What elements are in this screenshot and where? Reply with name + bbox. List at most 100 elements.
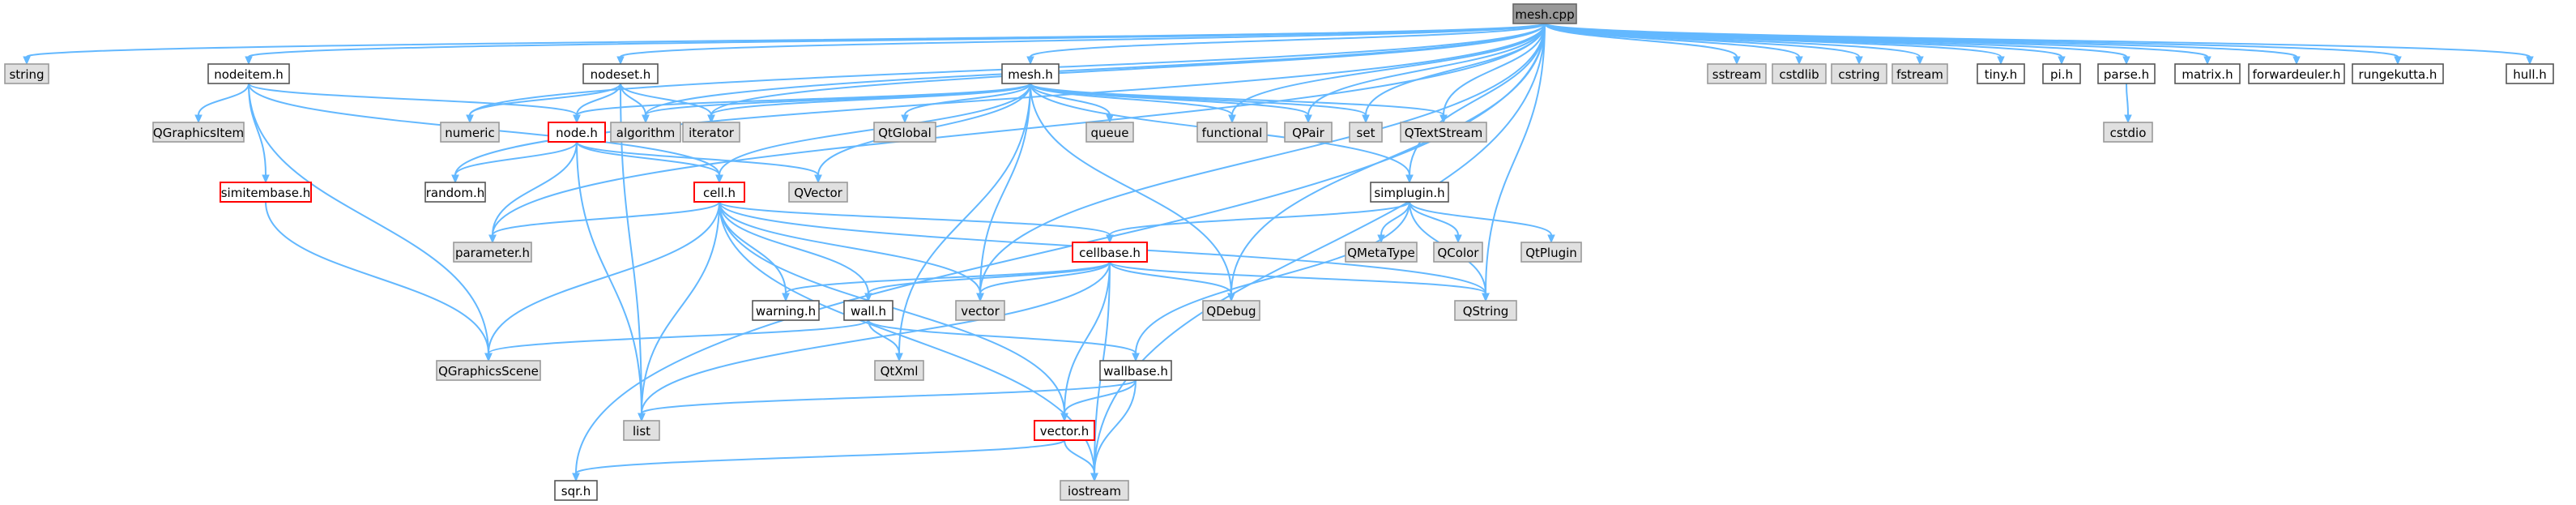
node-qvector[interactable]: QVector bbox=[788, 182, 848, 203]
node-tiny-h[interactable]: tiny.h bbox=[1977, 63, 2025, 84]
node-qtglobal[interactable]: QtGlobal bbox=[873, 122, 936, 143]
node-qtxml[interactable]: QtXml bbox=[874, 360, 924, 381]
node-box bbox=[220, 182, 312, 203]
node-qtplugin[interactable]: QtPlugin bbox=[1520, 242, 1582, 263]
node-label: QPair bbox=[1292, 126, 1325, 140]
node-fstream[interactable]: fstream bbox=[1891, 63, 1948, 84]
node-sqr-h[interactable]: sqr.h bbox=[554, 480, 598, 501]
arrowhead-mesh_h-to-algorithm bbox=[642, 114, 650, 124]
arrowhead-wallbase_h-to-list bbox=[638, 413, 646, 422]
arrowhead-nodeset_h-to-numeric bbox=[466, 114, 474, 124]
node-box bbox=[788, 182, 848, 203]
edge-node_h-to-qvector bbox=[576, 141, 819, 176]
node-qgraphicsitem[interactable]: QGraphicsItem bbox=[152, 122, 245, 143]
node-box bbox=[1196, 122, 1268, 143]
node-mesh-h[interactable]: mesh.h bbox=[1001, 63, 1060, 84]
node-box bbox=[1891, 63, 1948, 84]
arrowhead-mesh_cpp-to-parse_h bbox=[2122, 56, 2130, 66]
node-box bbox=[1072, 242, 1148, 263]
node-label: set bbox=[1357, 126, 1375, 140]
arrowhead-mesh_cpp-to-fstream bbox=[1916, 56, 1924, 66]
node-box bbox=[1060, 480, 1129, 501]
arrowhead-nodeitem_h-to-qgraphicsitem bbox=[194, 114, 203, 124]
node-qgraphicsscene[interactable]: QGraphicsScene bbox=[436, 360, 541, 381]
arrowhead-parse_h-to-cstdio bbox=[2124, 114, 2132, 124]
node-hull-h[interactable]: hull.h bbox=[2506, 63, 2554, 84]
node-simplugin-h[interactable]: simplugin.h bbox=[1370, 182, 1449, 203]
node-iterator[interactable]: iterator bbox=[682, 122, 740, 143]
node-algorithm[interactable]: algorithm bbox=[610, 122, 681, 143]
node-cell-h[interactable]: cell.h bbox=[693, 182, 745, 203]
node-qdebug[interactable]: QDebug bbox=[1202, 300, 1260, 321]
node-functional[interactable]: functional bbox=[1196, 122, 1268, 143]
edge-simplugin_h-to-cellbase_h bbox=[1109, 201, 1410, 236]
node-box bbox=[1345, 242, 1418, 263]
node-parameter-h[interactable]: parameter.h bbox=[453, 242, 532, 263]
node-box bbox=[1707, 63, 1767, 84]
node-node-h[interactable]: node.h bbox=[548, 122, 606, 143]
edge-mesh_cpp-to-random_h bbox=[454, 23, 1546, 176]
node-box bbox=[623, 420, 660, 441]
edge-mesh_h-to-vector bbox=[979, 83, 1031, 294]
node-cstring[interactable]: cstring bbox=[1831, 63, 1887, 84]
node-nodeset-h[interactable]: nodeset.h bbox=[582, 63, 659, 84]
node-label: tiny.h bbox=[1985, 67, 2018, 82]
node-wall-h[interactable]: wall.h bbox=[843, 300, 893, 321]
node-rungekutta-h[interactable]: rungekutta.h bbox=[2352, 63, 2444, 84]
node-box bbox=[1034, 420, 1095, 441]
node-wallbase-h[interactable]: wallbase.h bbox=[1099, 360, 1172, 381]
node-list[interactable]: list bbox=[623, 420, 660, 441]
node-numeric[interactable]: numeric bbox=[440, 122, 500, 143]
edge-cell_h-to-wall_h bbox=[719, 201, 869, 294]
arrowhead-mesh_cpp-to-rungekutta_h bbox=[2394, 56, 2402, 66]
node-random-h[interactable]: random.h bbox=[424, 182, 486, 203]
node-pi-h[interactable]: pi.h bbox=[2042, 63, 2081, 84]
node-label: forwardeuler.h bbox=[2253, 67, 2341, 82]
node-mesh-cpp[interactable]: mesh.cpp bbox=[1512, 3, 1577, 24]
node-qpair[interactable]: QPair bbox=[1284, 122, 1333, 143]
edge-mesh_cpp-to-sqr_h bbox=[575, 23, 1546, 474]
node-label: vector.h bbox=[1040, 424, 1089, 439]
arrowhead-mesh_cpp-to-mesh_h bbox=[1026, 56, 1034, 66]
node-parse-h[interactable]: parse.h bbox=[2097, 63, 2156, 84]
node-forwardeuler-h[interactable]: forwardeuler.h bbox=[2248, 63, 2345, 84]
node-box bbox=[424, 182, 486, 203]
edge-mesh_cpp-to-parameter_h bbox=[492, 23, 1546, 236]
edge-mesh_cpp-to-qpair bbox=[1307, 23, 1546, 116]
node-label: queue bbox=[1091, 126, 1129, 140]
node-cellbase-h[interactable]: cellbase.h bbox=[1072, 242, 1148, 263]
node-label: simplugin.h bbox=[1374, 186, 1444, 200]
node-vector[interactable]: vector bbox=[955, 300, 1005, 321]
node-iostream[interactable]: iostream bbox=[1060, 480, 1129, 501]
node-warning-h[interactable]: warning.h bbox=[752, 300, 820, 321]
node-vector-h[interactable]: vector.h bbox=[1034, 420, 1095, 441]
node-box bbox=[874, 360, 924, 381]
arrowhead-mesh_h-to-functional bbox=[1228, 114, 1236, 124]
node-cstdlib[interactable]: cstdlib bbox=[1772, 63, 1827, 84]
node-matrix-h[interactable]: matrix.h bbox=[2174, 63, 2241, 84]
arrowhead-mesh_h-to-qtextstream bbox=[1439, 114, 1448, 124]
node-string[interactable]: string bbox=[4, 63, 49, 84]
node-cstdio[interactable]: cstdio bbox=[2103, 122, 2153, 143]
node-box bbox=[1520, 242, 1582, 263]
node-qtextstream[interactable]: QTextStream bbox=[1400, 122, 1487, 143]
arrowhead-mesh_cpp-to-cstdlib bbox=[1795, 56, 1803, 66]
node-sstream[interactable]: sstream bbox=[1707, 63, 1767, 84]
edge-node_h-to-random_h bbox=[454, 141, 578, 176]
node-set[interactable]: set bbox=[1349, 122, 1383, 143]
node-simitembase-h[interactable]: simitembase.h bbox=[220, 182, 312, 203]
node-qcolor[interactable]: QColor bbox=[1433, 242, 1483, 263]
node-queue[interactable]: queue bbox=[1085, 122, 1134, 143]
node-nodeitem-h[interactable]: nodeitem.h bbox=[207, 63, 290, 84]
edge-vector_h-to-iostream bbox=[1064, 439, 1095, 474]
node-qmetatype[interactable]: QMetaType bbox=[1345, 242, 1418, 263]
node-label: QtPlugin bbox=[1525, 246, 1577, 260]
edge-cell_h-to-qgraphicsscene bbox=[488, 201, 720, 354]
arrowhead-vector_h-to-iostream bbox=[1090, 473, 1098, 482]
node-qstring[interactable]: QString bbox=[1454, 300, 1517, 321]
node-label: list bbox=[633, 424, 650, 439]
arrowhead-mesh_cpp-to-nodeset_h bbox=[616, 56, 625, 66]
node-label: mesh.h bbox=[1008, 67, 1052, 82]
node-box bbox=[4, 63, 49, 84]
